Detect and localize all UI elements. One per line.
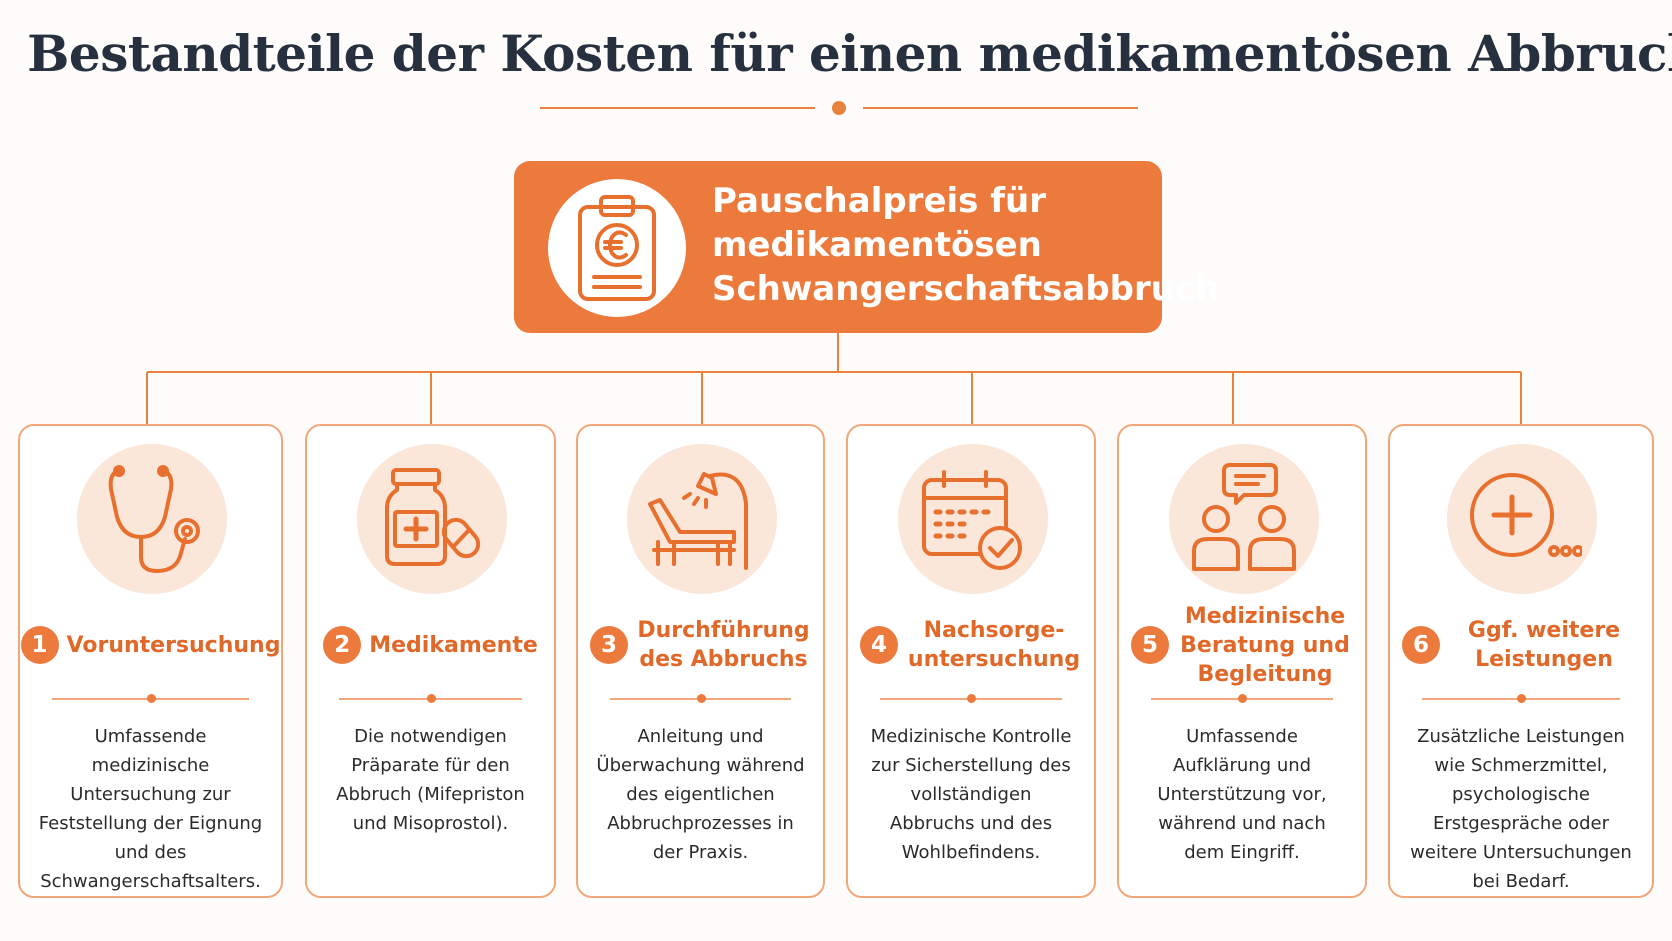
card-2-heading: 2 Medikamente <box>319 602 542 688</box>
flat-rate-box: Pauschalpreis für medikamentösen Schwang… <box>514 161 1220 333</box>
card-5-number: 5 <box>1131 626 1169 664</box>
flat-rate-title-line-1: Pauschalpreis für <box>712 181 1047 221</box>
cost-card-6: 6 Ggf. weitere Leistungen Zusätzliche Le… <box>1388 424 1654 898</box>
cost-card-3: 3 Durchführung des Abbruchs Anleitung un… <box>576 424 825 898</box>
card-1-description: Umfassende medizinische Untersuchung zur… <box>38 726 263 892</box>
title-divider-right <box>863 107 1138 109</box>
card-5-heading: 5 Medizinische Beratung und Begleitung <box>1131 602 1353 688</box>
plus-more-icon <box>1447 444 1597 594</box>
card-4-description: Medizinische Kontrolle zur Sicherstellun… <box>870 726 1072 863</box>
card-4-title: Nachsorge-untersuchung <box>907 618 1081 672</box>
card-3-heading: 3 Durchführung des Abbruchs <box>590 602 811 688</box>
card-6-heading: 6 Ggf. weitere Leistungen <box>1402 602 1640 688</box>
flat-rate-title-line-3: Schwangerschaftsabbruch <box>712 269 1220 309</box>
card-2-description: Die notwendigen Präparate für den Abbruc… <box>336 726 525 834</box>
card-6-title: Ggf. weitere Leistungen <box>1467 618 1621 672</box>
card-3-divider-dot <box>696 694 706 703</box>
page-title: Bestandteile der Kosten für einen medika… <box>27 24 1672 83</box>
card-3-description: Anleitung und Überwachung während des ei… <box>596 726 805 863</box>
card-6-description: Zusätzliche Leistungen wie Schmerzmittel… <box>1410 726 1632 892</box>
title-divider-left <box>540 107 815 109</box>
cost-card-4: 4 Nachsorge-untersuchung Medizinische Ko… <box>846 424 1096 898</box>
stethoscope-icon <box>77 444 227 594</box>
card-1-number: 1 <box>20 626 59 664</box>
title-divider-dot <box>832 101 846 115</box>
cost-card-2: 2 Medikamente Die notwendigen Präparate … <box>305 424 556 898</box>
card-3-title: Durchführung des Abbruchs <box>637 618 810 672</box>
card-1-heading: 1 Voruntersuchung <box>20 602 280 688</box>
flat-rate-title-line-2: medikamentösen <box>712 225 1042 265</box>
cost-card-1: 1 Voruntersuchung Umfassende medizinisch… <box>18 424 283 898</box>
card-2-title: Medikamente <box>369 632 538 658</box>
card-4-number: 4 <box>860 626 898 664</box>
calendar-check-icon <box>898 444 1048 594</box>
card-5-divider-dot <box>1238 694 1247 703</box>
card-5-title: Medizinische Beratung und Begleitung <box>1180 603 1350 687</box>
card-2-divider-dot <box>426 694 436 703</box>
card-6-number: 6 <box>1402 626 1440 664</box>
card-5-description: Umfassende Aufklärung und Unterstützung … <box>1157 726 1327 863</box>
card-1-divider-dot <box>146 694 156 703</box>
clipboard-euro-icon <box>548 179 686 317</box>
card-6-divider-dot <box>1517 694 1526 703</box>
flat-rate-title: Pauschalpreis für medikamentösen Schwang… <box>712 179 1220 311</box>
medicine-bottle-pills-icon <box>357 444 507 594</box>
consultation-people-icon <box>1169 444 1319 594</box>
treatment-chair-lamp-icon <box>627 444 777 594</box>
card-4-divider-dot <box>967 694 976 703</box>
card-1-title: Voruntersuchung <box>66 632 281 658</box>
card-4-heading: 4 Nachsorge-untersuchung <box>860 602 1082 688</box>
card-3-number: 3 <box>590 626 628 664</box>
cost-card-5: 5 Medizinische Beratung und Begleitung U… <box>1117 424 1367 898</box>
card-2-number: 2 <box>323 626 362 664</box>
